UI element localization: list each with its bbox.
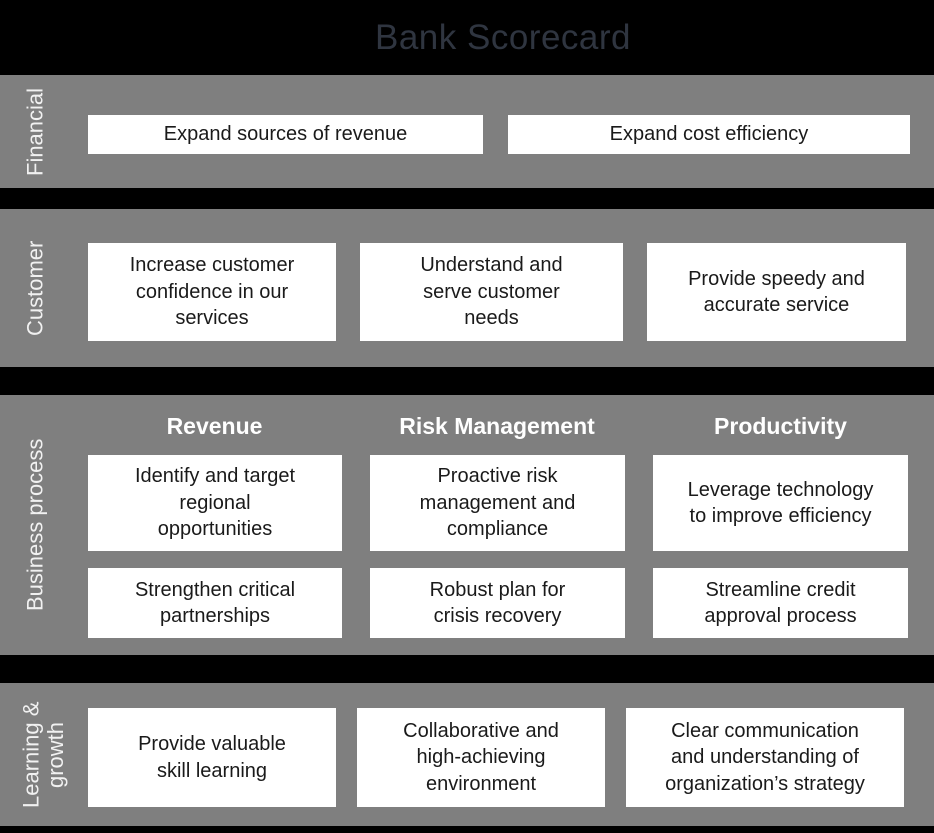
objective-box: Robust plan for crisis recovery — [370, 568, 625, 638]
objective-box: Strengthen critical partnerships — [88, 568, 342, 638]
learning-growth-label: Learning & growth — [18, 701, 68, 808]
objective-box: Clear communication and understanding of… — [626, 708, 904, 807]
section-learning-growth: Learning & growth Provide valuable skill… — [0, 683, 934, 826]
objective-box: Expand sources of revenue — [88, 115, 483, 154]
objective-box: Streamline credit approval process — [653, 568, 908, 638]
column-header-revenue: Revenue — [166, 412, 263, 439]
customer-label: Customer — [22, 240, 48, 336]
objective-box: Provide speedy and accurate service — [647, 243, 906, 341]
objective-box: Increase customer confidence in our serv… — [88, 243, 336, 341]
objective-box: Leverage technology to improve efficienc… — [653, 455, 908, 551]
financial-label: Financial — [22, 87, 48, 176]
objective-box: Provide valuable skill learning — [88, 708, 336, 807]
objective-box: Expand cost efficiency — [508, 115, 910, 154]
section-business-process: Business process Revenue Risk Management… — [0, 395, 934, 655]
title-band: Bank Scorecard — [0, 0, 934, 75]
column-header-risk-management: Risk Management — [399, 412, 595, 439]
section-financial: Financial Expand sources of revenue Expa… — [0, 75, 934, 188]
objective-box: Understand and serve customer needs — [360, 243, 623, 341]
business-process-label: Business process — [22, 438, 48, 612]
objective-box: Proactive risk management and compliance — [370, 455, 625, 551]
objective-box: Identify and target regional opportuniti… — [88, 455, 342, 551]
page-title: Bank Scorecard — [374, 17, 632, 57]
objective-box: Collaborative and high-achieving environ… — [357, 708, 605, 807]
column-header-productivity: Productivity — [714, 412, 847, 439]
section-customer: Customer Increase customer confidence in… — [0, 209, 934, 367]
